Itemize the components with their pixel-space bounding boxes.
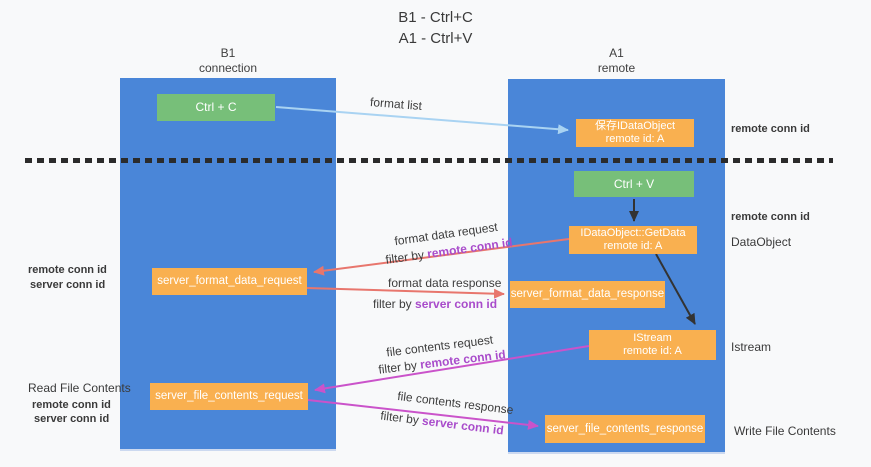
lane-b1-subtitle: connection [198,61,258,75]
node-server-format-data-response: server_format_data_response [510,281,665,308]
server-conn-id-text: server conn id [415,297,498,311]
node-server-file-contents-request: server_file_contents_request [150,383,308,410]
side-label-left-server-conn-id: server conn id [30,279,106,291]
side-label-left-remote-conn-id: remote conn id [28,264,107,276]
node-istream-line2: remote id: A [623,345,682,357]
node-idataobject-getdata: IDataObject::GetData remote id: A [569,226,697,254]
node-server-format-data-request-label: server_format_data_request [157,275,302,287]
edge-label-filter-by-server-1: filter by server conn id [373,297,497,311]
node-istream-line1: IStream [633,332,672,344]
filter-by-text: filter by [373,297,416,311]
node-save-idataobject-line1: 保存IDataObject [594,120,676,132]
node-ctrl-v-label: Ctrl + V [613,176,655,191]
diagram-title: B1 - Ctrl+C A1 - Ctrl+V [0,7,871,49]
side-label-read-file-contents: Read File Contents [28,381,131,395]
lane-header-a1: A1 remote [508,46,725,76]
diagram-title-line2: A1 - Ctrl+V [398,30,473,47]
side-label-remote-conn-id-top: remote conn id [731,123,810,135]
node-server-file-contents-response-label: server_file_contents_response [546,422,704,435]
filter-by-text: filter by [377,357,422,377]
node-save-idataobject-line2: remote id: A [605,133,665,145]
server-conn-id-text: server conn id [421,413,505,438]
node-getdata-line2: remote id: A [603,240,663,252]
node-server-format-data-request: server_format_data_request [152,268,307,295]
lane-a1-title: A1 [609,46,624,60]
side-label-istream: Istream [731,340,772,354]
edge-label-format-data-response: format data response [388,276,502,290]
filter-by-text: filter by [379,408,424,428]
node-save-idataobject: 保存IDataObject remote id: A [576,119,694,147]
filter-by-text: filter by [384,247,429,267]
lane-b1-title: B1 [220,46,236,60]
side-label-write-file-contents: Write File Contents [734,424,836,438]
diagram-title-line1: B1 - Ctrl+C [398,9,473,26]
node-getdata-line1: IDataObject::GetData [580,227,686,239]
node-server-format-data-response-label: server_format_data_response [510,288,665,300]
node-server-file-contents-request-label: server_file_contents_request [155,390,303,402]
side-label-left-remote-conn-id-2: remote conn id [32,399,111,411]
side-label-remote-conn-id-mid: remote conn id [731,211,810,223]
node-ctrl-c-label: Ctrl + C [195,100,237,114]
node-server-file-contents-response: server_file_contents_response [545,415,705,443]
edge-label-format-list: format list [369,94,423,114]
node-istream: IStream remote id: A [589,330,716,360]
side-label-left-server-conn-id-2: server conn id [34,413,110,425]
node-ctrl-c: Ctrl + C [157,94,275,121]
lane-header-b1: B1 connection [120,46,336,76]
node-ctrl-v: Ctrl + V [574,171,694,197]
side-label-dataobject: DataObject [731,235,792,249]
session-divider-dashed-line [25,158,833,163]
lane-a1-subtitle: remote [597,61,636,75]
